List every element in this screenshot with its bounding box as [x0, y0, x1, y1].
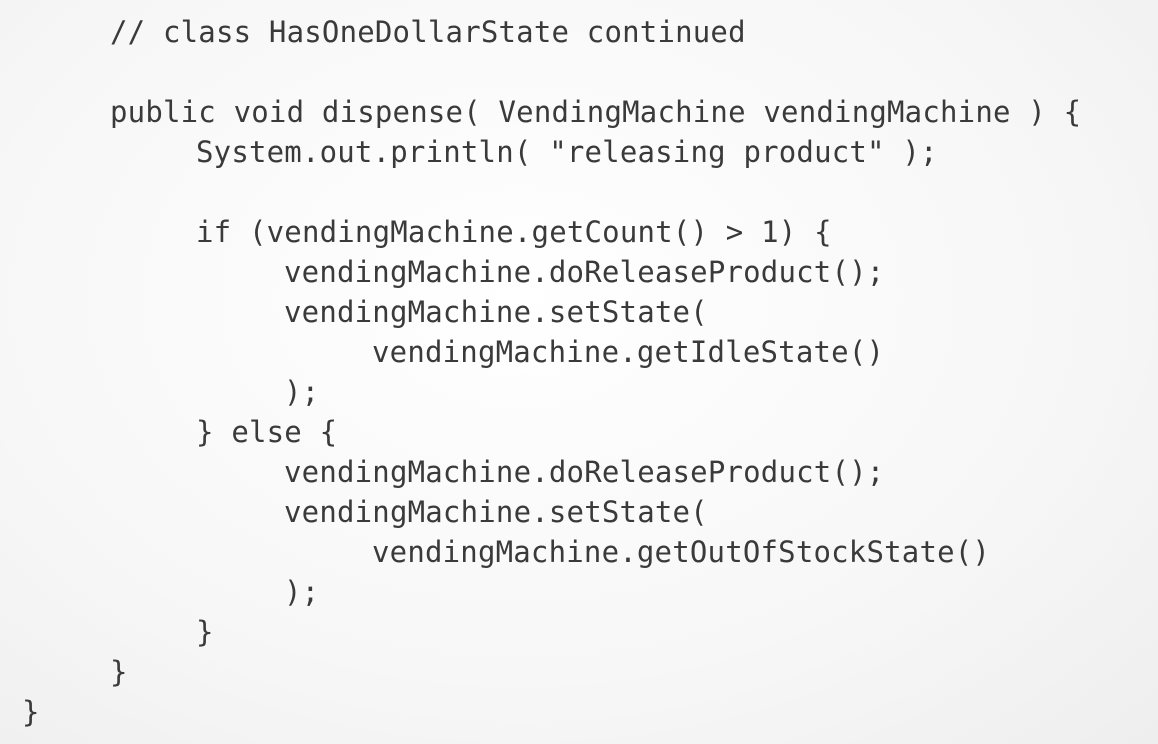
code-comment: // class HasOneDollarState continued	[110, 15, 746, 49]
close-brace-class: }	[22, 695, 40, 729]
release-call: vendingMachine.doReleaseProduct();	[284, 255, 885, 289]
close-paren: );	[284, 375, 320, 409]
print-statement: System.out.println( "releasing product" …	[196, 135, 938, 169]
close-paren: );	[284, 575, 320, 609]
release-call: vendingMachine.doReleaseProduct();	[284, 455, 885, 489]
set-state-call: vendingMachine.setState(	[284, 295, 708, 329]
close-brace-method: }	[110, 655, 128, 689]
close-brace-if: }	[196, 615, 214, 649]
get-out-of-stock-state-call: vendingMachine.getOutOfStockState()	[372, 535, 991, 569]
method-signature: public void dispense( VendingMachine ven…	[110, 95, 1082, 129]
get-idle-state-call: vendingMachine.getIdleState()	[372, 335, 885, 369]
set-state-call: vendingMachine.setState(	[284, 495, 708, 529]
if-statement: if (vendingMachine.getCount() > 1) {	[196, 215, 832, 249]
else-statement: } else {	[196, 415, 338, 449]
